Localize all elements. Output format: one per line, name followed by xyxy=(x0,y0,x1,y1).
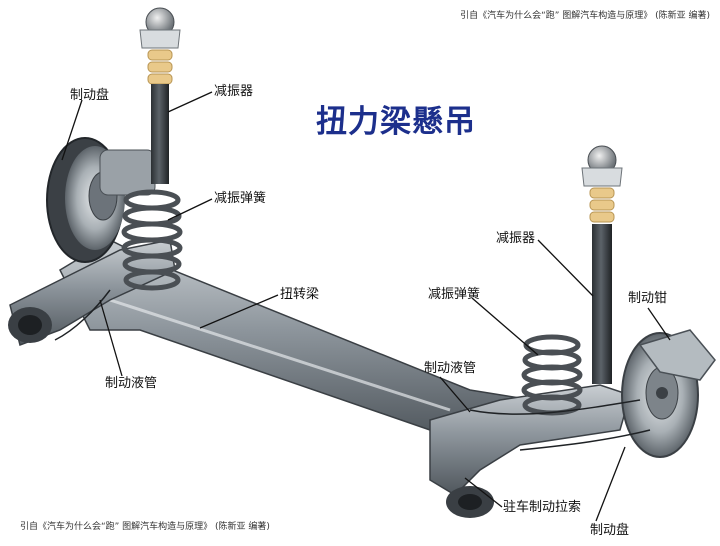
label-brake-caliper: 制动钳 xyxy=(628,291,668,306)
label-torsion-beam: 扭转梁 xyxy=(280,287,320,302)
left-shock-absorber-shape xyxy=(139,7,181,184)
leader-lines xyxy=(61,91,671,522)
label-shock-absorber-right: 减振器 xyxy=(496,231,536,246)
label-parking-brake-cable: 驻车制动拉索 xyxy=(503,500,582,515)
left-coil-spring-shape xyxy=(121,189,183,291)
label-coil-spring-right: 减振弹簧 xyxy=(428,287,481,302)
source-caption-bottom: 引自《汽车为什么会“跑” 图解汽车构造与原理》 (陈新亚 编著) xyxy=(20,522,270,532)
left-brake-disc-shape xyxy=(46,137,156,263)
label-shock-absorber-left: 减振器 xyxy=(214,84,254,99)
right-shock-absorber-shape xyxy=(581,145,623,384)
label-brake-line-left: 制动液管 xyxy=(105,376,158,391)
page-title: 扭力梁懸吊 xyxy=(316,104,476,140)
brake-lines xyxy=(54,289,651,451)
label-brake-disc-left: 制动盘 xyxy=(70,88,110,103)
label-coil-spring-left: 减振弹簧 xyxy=(214,191,267,206)
brake-caliper-shape xyxy=(638,329,716,381)
label-brake-disc-right: 制动盘 xyxy=(590,523,630,538)
right-trailing-arm xyxy=(429,384,631,518)
source-caption-top: 引自《汽车为什么会“跑” 图解汽车构造与原理》 (陈新亚 编著) xyxy=(460,11,710,21)
label-brake-line-right: 制动液管 xyxy=(424,361,477,376)
